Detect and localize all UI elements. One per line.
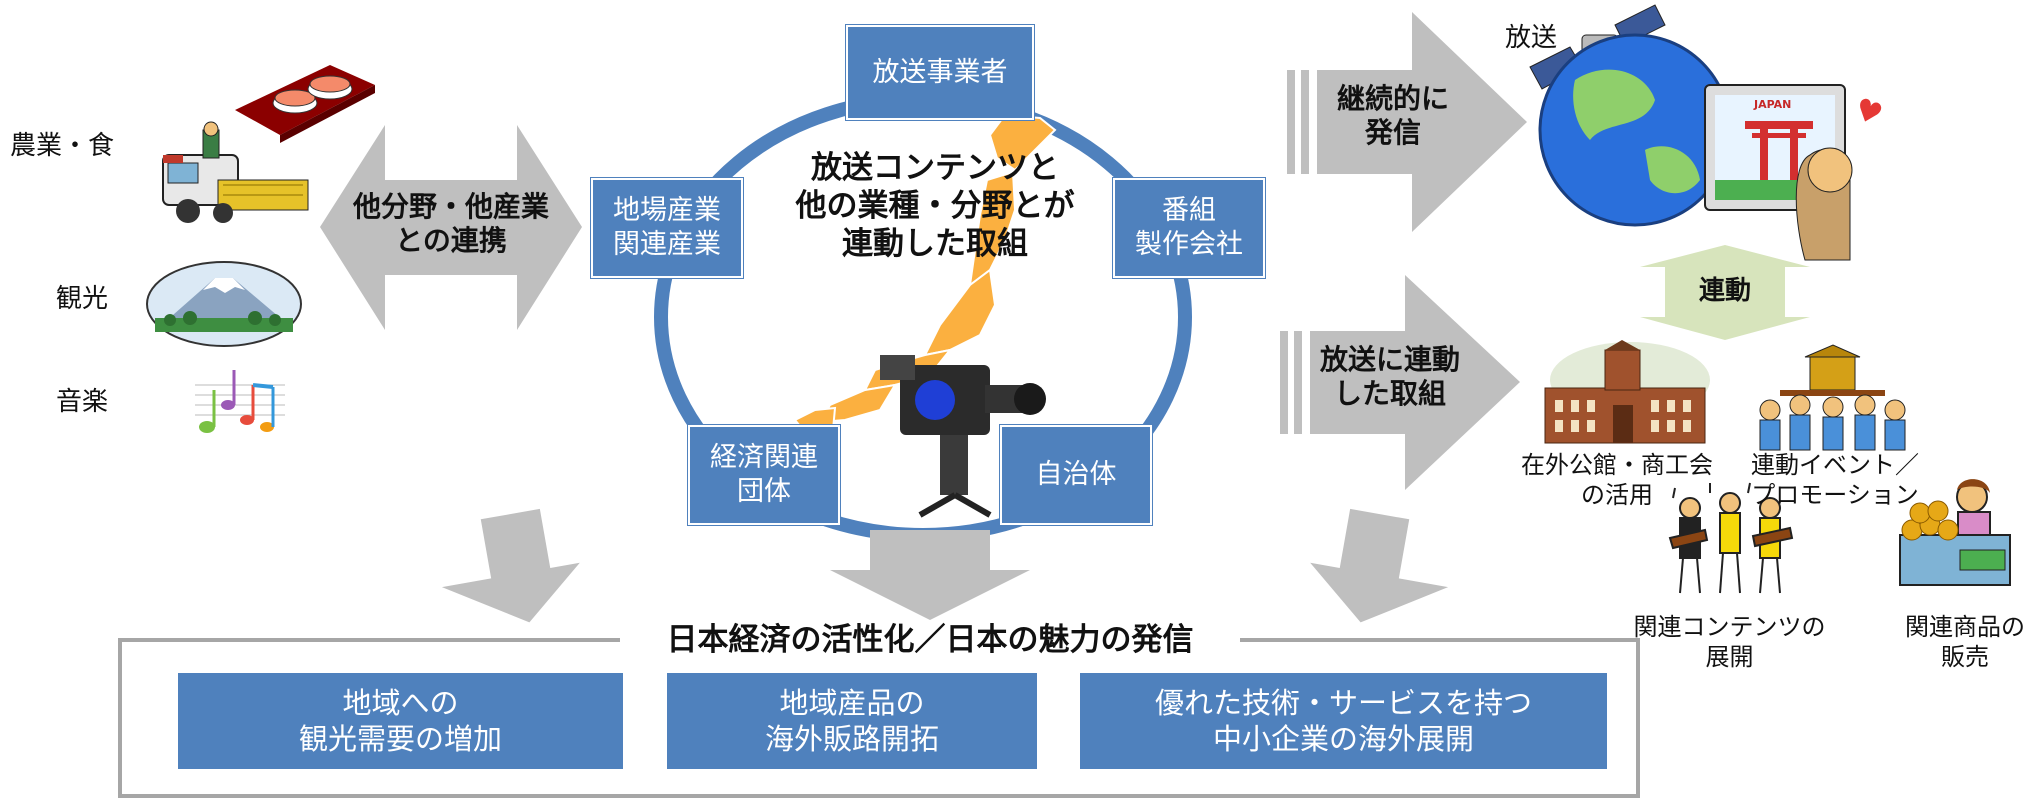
- center-main-text: 放送コンテンツと 他の業種・分野とが 連動した取組: [795, 150, 1075, 262]
- music-notes-icon: [195, 370, 285, 433]
- related-content-label: 関連コンテンツの 展開: [1633, 613, 1826, 671]
- down-arrow-center: [830, 530, 1030, 620]
- bottom-title: 日本経済の活性化／日本の魅力の発信: [620, 622, 1240, 660]
- outcome-overseas-sales: 地域産品の 海外販路開拓: [667, 673, 1037, 769]
- node-broadcaster: 放送事業者: [845, 24, 1035, 121]
- monitor-japan-illustration: [1704, 84, 1853, 261]
- outcome-sme-expansion: 優れた技術・サービスを持つ 中小企業の海外展開: [1080, 673, 1607, 769]
- harvester-illustration: [162, 121, 309, 223]
- linked-initiatives-label: 放送に連動 した取組: [1319, 343, 1460, 411]
- category-tourism: 観光: [56, 284, 109, 314]
- category-agriculture-food: 農業・食: [10, 131, 115, 161]
- related-products-label: 関連商品の 販売: [1905, 613, 2025, 671]
- embassy-building-illustration: [1544, 340, 1710, 444]
- band-illustration: [1668, 482, 1794, 594]
- down-arrow-right: [1310, 508, 1449, 623]
- linkage-label: 連動: [1698, 276, 1751, 306]
- continuous-transmission-arrow: [1287, 12, 1527, 232]
- category-music: 音楽: [56, 387, 109, 417]
- festival-event-illustration: [1759, 344, 1906, 451]
- collaboration-double-arrow: [320, 125, 582, 330]
- collaboration-arrow-label: 他分野・他産業 との連携: [352, 190, 549, 258]
- broadcast-camera-illustration: [880, 355, 1046, 518]
- node-local-industry: 地場産業 関連産業: [590, 177, 744, 279]
- broadcast-label: 放送: [1505, 23, 1558, 53]
- japan-screen-label: JAPAN: [1754, 98, 1792, 111]
- embassy-chamber-label: 在外公館・商工会 の活用: [1521, 451, 1713, 509]
- vendor-products-illustration: [1899, 479, 2011, 586]
- continuous-transmission-label: 継続的に 発信: [1336, 82, 1449, 150]
- heart-icon: ♥: [1849, 91, 1888, 134]
- node-economic-groups: 経済関連 団体: [687, 424, 841, 526]
- linkage-double-arrow: [1640, 245, 1810, 340]
- outcome-tourism-demand: 地域への 観光需要の増加: [178, 673, 623, 769]
- node-production-company: 番組 製作会社: [1112, 177, 1266, 279]
- down-arrow-left: [441, 508, 580, 623]
- sushi-illustration: [235, 65, 375, 143]
- event-promotion-label: 連動イベント／ プロモーション: [1751, 451, 1919, 509]
- linked-initiatives-arrow: [1280, 275, 1520, 490]
- mount-fuji-illustration: [146, 261, 302, 347]
- node-municipality: 自治体: [999, 424, 1153, 526]
